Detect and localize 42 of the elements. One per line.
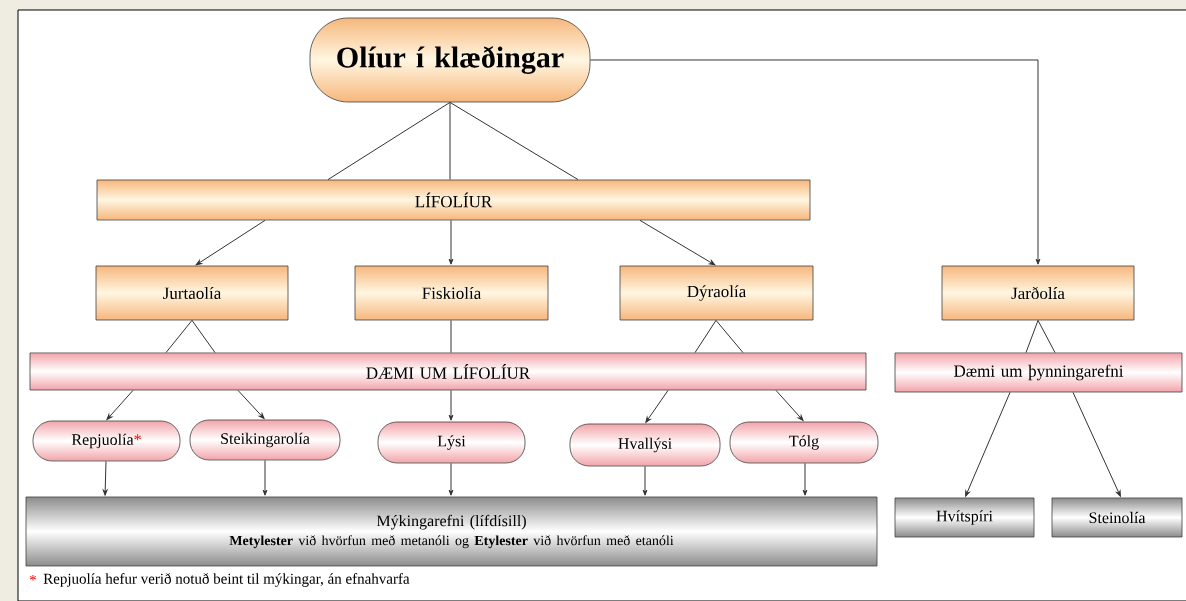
example-bar: Dæmi um þynningarefni — [894, 352, 1183, 393]
connector-line — [715, 319, 744, 354]
arrow — [1072, 391, 1121, 497]
arrow — [448, 389, 454, 421]
example-bar: DÆMI UM LÍFOLÍUR — [29, 352, 867, 391]
example-pill: Steikingarolía — [189, 419, 341, 461]
category-box: Dýraolía — [619, 265, 814, 321]
arrow — [102, 460, 108, 496]
product-box: Steinolía — [1051, 497, 1183, 538]
connector-line — [449, 101, 579, 181]
title-pill: Olíur í klæðingar — [309, 17, 591, 103]
arrow — [642, 465, 648, 496]
arrow — [237, 389, 265, 420]
product-box: Hvítspíri — [894, 497, 1035, 538]
arrow — [589, 59, 1041, 265]
connector-line — [165, 319, 193, 354]
category-box: Jurtaolía — [95, 265, 289, 321]
arrow — [262, 459, 268, 496]
example-pill: Lýsi — [377, 421, 526, 464]
connector-line — [1037, 319, 1056, 354]
connector-line — [449, 101, 451, 181]
category-box: Fiskiolía — [354, 265, 549, 321]
connector-line — [327, 101, 451, 181]
category-bar: LÍFOLÍUR — [96, 179, 811, 221]
arrow — [195, 219, 266, 266]
connector-line — [694, 319, 717, 354]
arrow — [448, 219, 454, 265]
product-bar: Mýkingarefni (lífdísill) Metylester við hvörfun með metanóli og Etylester við hvörfun með etanóli — [25, 496, 878, 567]
example-pill: Hvallýsi — [569, 423, 721, 467]
arrow — [448, 462, 454, 496]
example-pill: Tólg — [729, 421, 879, 464]
arrow — [802, 462, 808, 496]
arrow — [645, 389, 669, 423]
category-box: Jarðolía — [941, 265, 1135, 321]
connector-line — [450, 319, 452, 354]
arrow — [106, 389, 134, 420]
arrow — [965, 391, 1011, 497]
arrow — [775, 389, 804, 421]
connector-line — [191, 319, 216, 354]
connector-line — [1025, 319, 1039, 354]
example-pill: Repjuolía* — [32, 420, 181, 462]
arrow — [639, 219, 716, 266]
